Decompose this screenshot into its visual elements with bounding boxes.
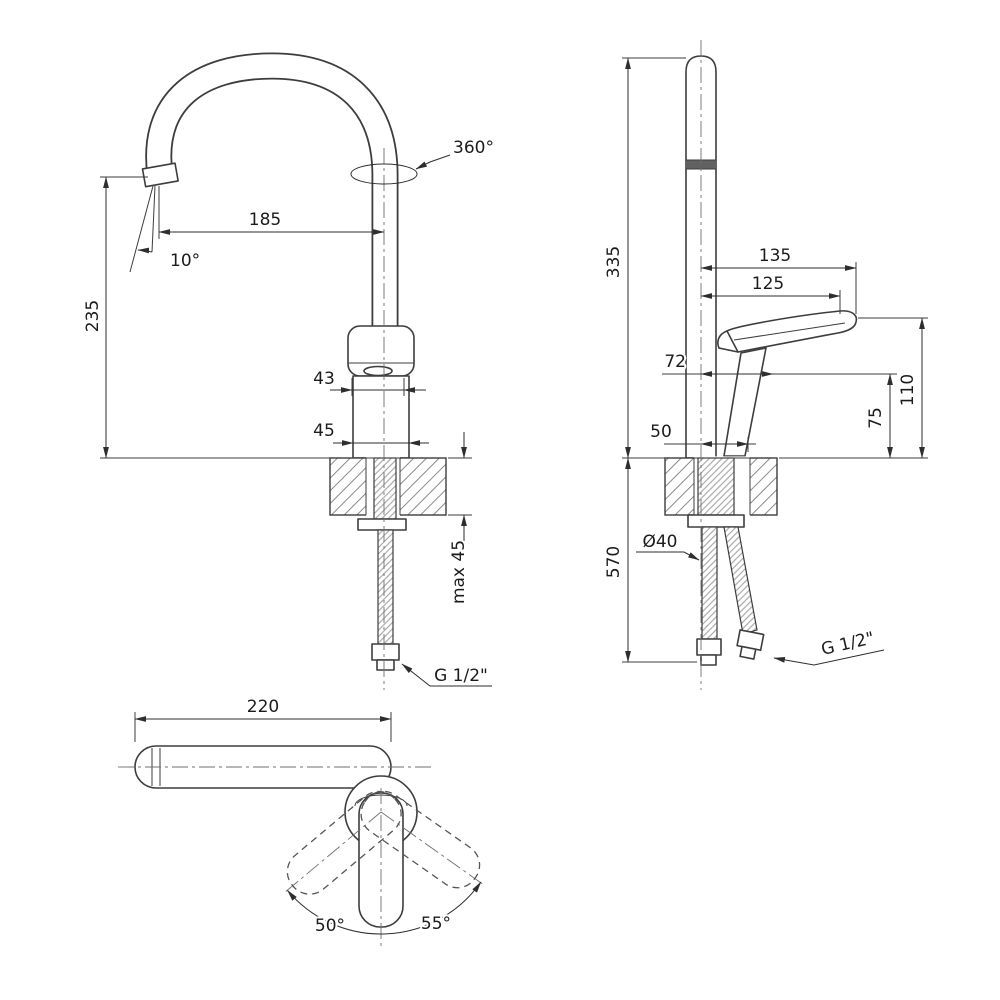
body-seam-oval bbox=[363, 365, 393, 377]
dim-label-handle-offset: 72 bbox=[664, 352, 686, 372]
dim-label-mounting-hole: Ø40 bbox=[642, 532, 677, 552]
handle-swing-arc bbox=[287, 881, 482, 935]
dim-label-thread-side: G 1/2" bbox=[819, 628, 876, 660]
dim-base-offset: 50 bbox=[648, 420, 756, 452]
mounting-nut-side bbox=[687, 514, 745, 528]
dim-handle-top-height: 110 bbox=[779, 317, 928, 459]
threaded-shank-front bbox=[373, 457, 397, 520]
supply-hose-front bbox=[371, 529, 400, 671]
dim-spout-height: 235 bbox=[81, 176, 330, 459]
dim-label-swivel-360: 360° bbox=[453, 138, 494, 158]
countertop-section-front bbox=[329, 456, 447, 531]
dim-label-upper-body-width: 43 bbox=[313, 369, 335, 389]
dim-label-handle-top-height: 110 bbox=[898, 374, 918, 406]
supply-hoses-side bbox=[696, 526, 765, 666]
dim-thread-front: G 1/2" bbox=[401, 663, 492, 688]
dim-label-body-height: 335 bbox=[604, 246, 624, 278]
lever-handle-side bbox=[717, 310, 858, 457]
dim-label-spout-tilt: 10° bbox=[170, 251, 200, 271]
dim-handle-length-outer: 135 bbox=[700, 244, 857, 314]
side-view: 335 570 135 125 72 bbox=[602, 40, 928, 690]
dim-label-base-offset: 50 bbox=[650, 422, 672, 442]
front-view: 360° 185 10° 235 43 bbox=[81, 52, 496, 690]
dim-body-height: 335 bbox=[602, 57, 686, 459]
dim-label-spout-reach: 185 bbox=[249, 210, 281, 230]
dim-spout-tilt: 10° bbox=[129, 185, 202, 273]
hose-fitting-front bbox=[371, 643, 400, 661]
dim-swivel-360: 360° bbox=[350, 136, 496, 185]
aerator-cap bbox=[141, 162, 179, 188]
countertop-section-side bbox=[664, 456, 778, 528]
dim-handle-bottom-height: 75 bbox=[864, 373, 893, 459]
handle-base-side bbox=[723, 347, 767, 457]
dim-label-hose-length: 570 bbox=[604, 546, 624, 578]
spout-band bbox=[687, 160, 715, 169]
hose-straight bbox=[701, 526, 718, 640]
dim-mounting-hole: Ø40 bbox=[636, 530, 700, 561]
dim-spout-length: 220 bbox=[134, 695, 392, 742]
dim-max-deck-thickness: max 45 bbox=[447, 432, 472, 606]
dim-label-thread-front: G 1/2" bbox=[434, 666, 488, 686]
dim-hose-length: 570 bbox=[602, 457, 697, 663]
mounting-nut-front bbox=[357, 518, 407, 531]
top-view: 220 50° 55° bbox=[118, 695, 485, 948]
dim-thread-side: G 1/2" bbox=[773, 626, 885, 666]
dim-label-swing-left: 50° bbox=[315, 916, 345, 936]
handle-ghost-right bbox=[360, 790, 481, 889]
dim-label-spout-length: 220 bbox=[247, 697, 279, 717]
dim-upper-body-width: 43 bbox=[311, 367, 426, 396]
dim-label-handle-length-inner: 125 bbox=[752, 274, 784, 294]
dim-lower-body-width: 45 bbox=[311, 419, 429, 446]
dim-label-swing-right: 55° bbox=[421, 914, 451, 934]
dim-label-max-deck-thickness: max 45 bbox=[449, 540, 469, 604]
dim-spout-reach: 185 bbox=[158, 186, 385, 239]
gooseneck-spout bbox=[141, 52, 399, 332]
hose-angled bbox=[723, 526, 758, 635]
dim-handle-length-inner: 125 bbox=[700, 272, 841, 314]
dim-label-spout-height: 235 bbox=[83, 300, 103, 332]
dim-label-lower-body-width: 45 bbox=[313, 421, 335, 441]
threaded-shank-side bbox=[697, 457, 735, 516]
dim-label-handle-length-outer: 135 bbox=[759, 246, 791, 266]
dim-label-handle-bottom-height: 75 bbox=[866, 407, 886, 429]
dim-handle-offset: 72 bbox=[662, 350, 897, 377]
